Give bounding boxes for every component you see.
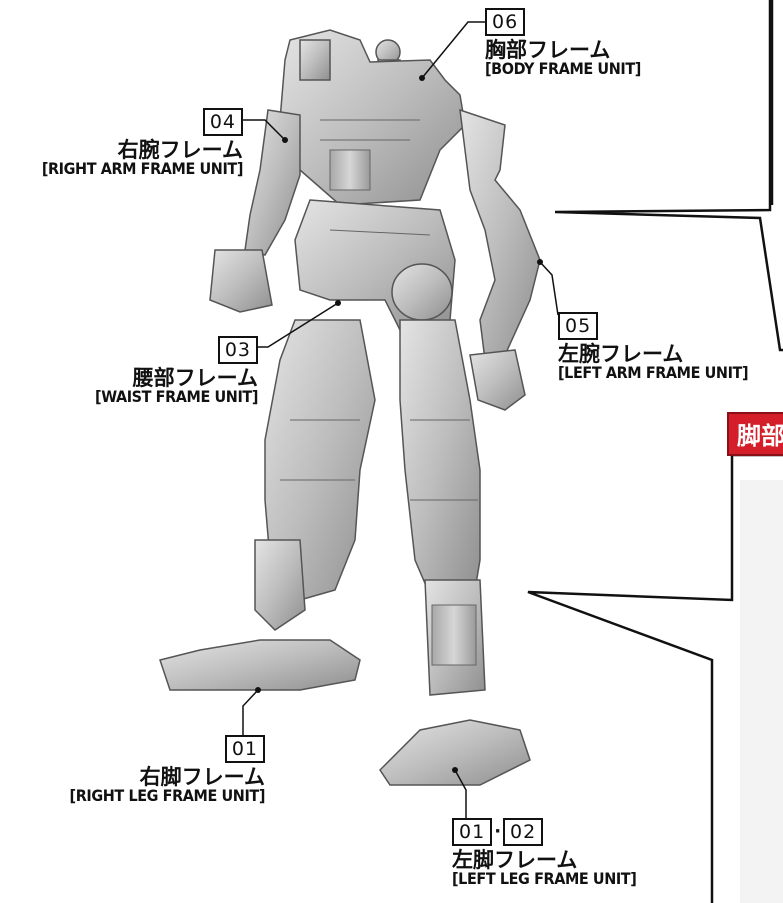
part-number-01-left: 01 <box>452 818 493 846</box>
part-number-04: 04 <box>202 108 243 136</box>
frame-detail-lines <box>280 119 478 666</box>
right-arm-frame-en: [RIGHT ARM FRAME UNIT] <box>41 159 244 179</box>
waist-frame-en: [WAIST FRAME UNIT] <box>95 387 258 407</box>
leg-section-header-text: 脚部 <box>737 422 783 450</box>
leader-dots <box>255 75 543 773</box>
body-frame-label: 06 胸部フレーム [BODY FRAME UNIT] <box>485 8 641 78</box>
waist-frame-jp: 腰部フレーム <box>132 366 258 390</box>
part-number-01: 01 <box>224 735 265 763</box>
right-leg-frame-jp: 右脚フレーム <box>139 765 265 789</box>
right-leg-frame-label: 01 右脚フレーム [RIGHT LEG FRAME UNIT] <box>70 735 265 805</box>
left-leg-frame-en: [LEFT LEG FRAME UNIT] <box>452 869 637 889</box>
part-number-03: 03 <box>217 336 258 364</box>
part-number-separator: · <box>494 820 502 842</box>
leader-lines <box>240 21 559 820</box>
right-arm-frame-jp: 右腕フレーム <box>117 138 243 162</box>
left-arm-frame-label: 05 左腕フレーム [LEFT ARM FRAME UNIT] <box>558 312 749 383</box>
left-leg-frame-label: 01 · 02 左脚フレーム [LEFT LEG FRAME UNIT] <box>452 818 637 889</box>
body-frame-jp: 胸部フレーム <box>485 38 611 62</box>
part-number-05: 05 <box>558 312 599 340</box>
left-arm-frame-jp: 左腕フレーム <box>558 342 684 366</box>
body-frame-en: [BODY FRAME UNIT] <box>485 59 641 79</box>
lower-callout-interior <box>740 480 783 903</box>
upper-callout-panel <box>554 0 783 352</box>
part-number-02: 02 <box>503 818 544 846</box>
right-arm-frame-label: 04 右腕フレーム [RIGHT ARM FRAME UNIT] <box>42 108 243 178</box>
leg-section-header: 脚部 <box>727 412 783 456</box>
left-arm-frame-en: [LEFT ARM FRAME UNIT] <box>558 363 749 383</box>
left-leg-frame-jp: 左脚フレーム <box>452 848 578 872</box>
waist-frame-label: 03 腰部フレーム [WAIST FRAME UNIT] <box>95 336 258 406</box>
right-leg-frame-en: [RIGHT LEG FRAME UNIT] <box>69 786 266 806</box>
part-number-06: 06 <box>485 8 526 36</box>
